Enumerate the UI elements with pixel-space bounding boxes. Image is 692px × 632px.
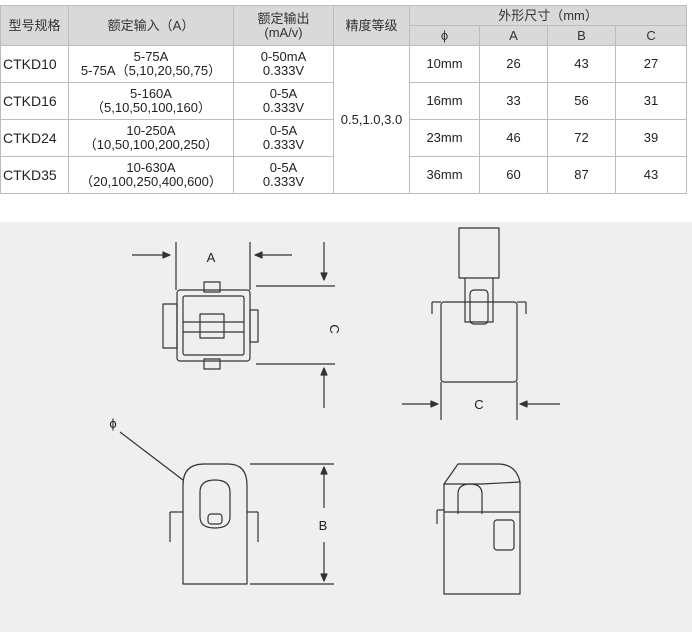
dim-c2-arrowhead-right [519, 400, 528, 408]
cell-model: CTKD24 [0, 119, 69, 157]
cell-input-line1: 10-250A [126, 123, 176, 138]
label-c-bottom: C [474, 397, 483, 412]
header-model: 型号规格 [0, 5, 69, 46]
cell-input-line2: （10,50,100,200,250） [83, 137, 219, 152]
top-view-drawing: A C [132, 242, 342, 408]
label-a: A [207, 250, 216, 265]
cell-input-line2: 5-75A（5,10,20,50,75） [80, 63, 222, 78]
front-view-window [199, 479, 231, 529]
top-view-body [176, 289, 251, 362]
cell-model: CTKD10 [0, 45, 69, 83]
cell-phi: 23mm [409, 119, 480, 157]
header-a: A [479, 25, 548, 46]
dim-a-arrowhead-right [254, 251, 263, 259]
cell-a: 46 [479, 119, 548, 157]
cell-c: 31 [614, 82, 688, 120]
cell-c: 43 [614, 156, 688, 194]
top-view-clip-right [249, 309, 259, 343]
header-rated-input: 额定输入（A） [68, 5, 234, 46]
top-view-tab-top [203, 281, 221, 293]
header-accuracy: 精度等级 [333, 5, 410, 46]
header-rated-output: 额定输出 (mA/v) [233, 5, 334, 46]
dim-c2-arrowhead-left [430, 400, 439, 408]
dim-b-arrowhead-bottom [320, 573, 328, 582]
header-dimensions: 外形尺寸（mm） [408, 5, 688, 26]
cell-output-line2: 0.333V [262, 100, 305, 115]
header-rated-output-line2: (mA/v) [264, 24, 303, 40]
side-view-slot [464, 278, 494, 323]
cell-model: CTKD35 [0, 156, 69, 194]
cell-input: 5-160A（5,10,50,100,160） [68, 82, 234, 120]
cell-output-line2: 0.333V [262, 63, 305, 78]
cell-phi: 36mm [409, 156, 480, 194]
header-c: C [614, 25, 688, 46]
cell-a: 60 [479, 156, 548, 194]
side-view-top-block [458, 227, 500, 279]
label-c-side: C [327, 324, 342, 333]
header-b: B [547, 25, 616, 46]
dim-a-arrowhead-left [162, 251, 171, 259]
cell-b: 43 [547, 45, 616, 83]
top-view-tab-bottom [203, 358, 221, 370]
front-view-knob [207, 513, 223, 525]
front-view-body [182, 463, 248, 585]
dim-phi-leader [119, 431, 184, 481]
side-view-drawing: C [402, 227, 560, 420]
cell-output-line2: 0.333V [262, 174, 305, 189]
cell-output-line1: 0-5A [269, 86, 298, 101]
cell-input: 10-250A（10,50,100,200,250） [68, 119, 234, 157]
spec-table: 型号规格 额定输入（A） 额定输出 (mA/v) 精度等级 外形尺寸（mm） ϕ… [0, 5, 688, 194]
cell-phi: 16mm [409, 82, 480, 120]
side-view-latch [469, 289, 489, 325]
cell-a: 26 [479, 45, 548, 83]
cell-output-line1: 0-5A [269, 160, 298, 175]
cell-input-line1: 10-630A [126, 160, 176, 175]
cell-input-line1: 5-160A [130, 86, 172, 101]
cell-output-line1: 0-50mA [260, 49, 307, 64]
iso-view-latch [493, 519, 515, 551]
dim-b-arrowhead-top [320, 466, 328, 475]
top-view-clip-left [162, 303, 178, 349]
drawing-panel: A C [0, 222, 692, 632]
cell-input-line2: （20,100,250,400,600） [80, 174, 222, 189]
cell-b: 56 [547, 82, 616, 120]
cell-model: CTKD16 [0, 82, 69, 120]
iso-view-opening [457, 483, 483, 514]
dim-c-arrowhead-top [320, 272, 328, 281]
header-rated-output-line1: 额定输出 [257, 10, 310, 26]
header-phi: ϕ [409, 25, 480, 46]
top-view-center [199, 313, 225, 339]
cell-output-line2: 0.333V [262, 137, 305, 152]
isometric-view-drawing [436, 463, 521, 595]
cell-output-line1: 0-5A [269, 123, 298, 138]
cell-accuracy: 0.5,1.0,3.0 [333, 45, 410, 194]
front-view-drawing: ϕ B [109, 416, 334, 585]
cell-c: 39 [614, 119, 688, 157]
cell-input: 10-630A（20,100,250,400,600） [68, 156, 234, 194]
cell-phi: 10mm [409, 45, 480, 83]
dimension-drawings: A C [109, 227, 560, 595]
cell-c: 27 [614, 45, 688, 83]
label-b: B [319, 518, 328, 533]
iso-view-top-edge [444, 481, 521, 485]
cell-input-line1: 5-75A [133, 49, 169, 64]
cell-b: 87 [547, 156, 616, 194]
dim-c-arrowhead-bottom [320, 367, 328, 376]
cell-input-line2: （5,10,50,100,160） [91, 100, 211, 115]
cell-a: 33 [479, 82, 548, 120]
label-phi: ϕ [109, 416, 116, 431]
cell-b: 72 [547, 119, 616, 157]
top-view-inner [182, 295, 245, 356]
iso-view-body [443, 463, 521, 595]
side-view-body [440, 301, 518, 383]
